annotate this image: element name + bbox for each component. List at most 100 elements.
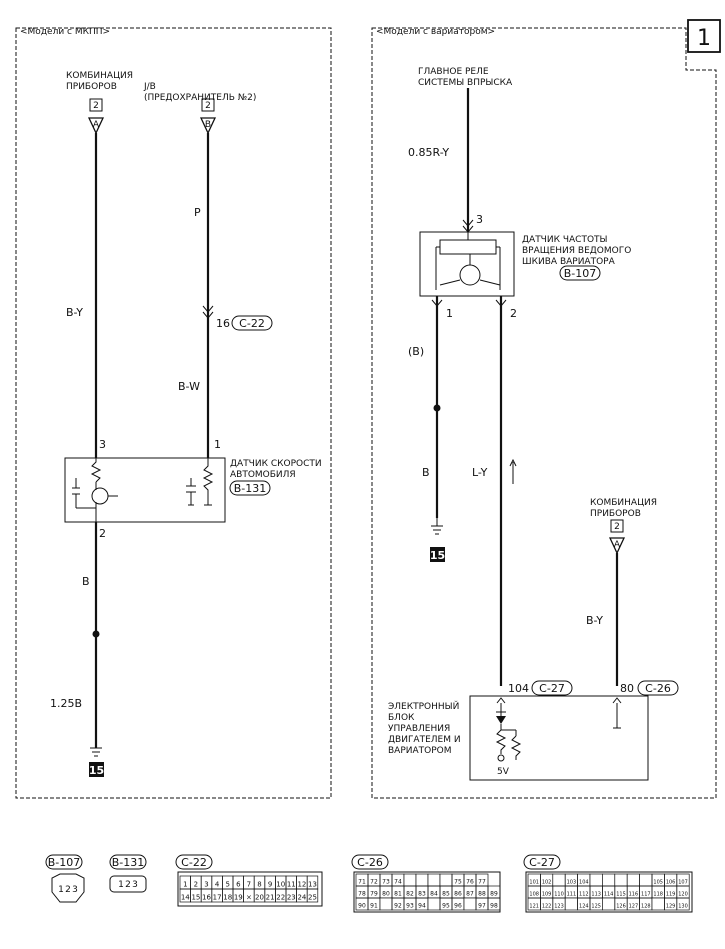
conn-num-a: 2	[93, 101, 99, 111]
c26-pin-label: 79	[370, 891, 378, 898]
c26-pin-label: 75	[454, 879, 462, 886]
cvt-sensor-pin-3: 3	[476, 213, 483, 226]
c22-pin-label: 8	[257, 881, 261, 889]
c22-pin-label: 6	[236, 881, 241, 889]
cvt-sensor-internal	[435, 232, 501, 290]
c22-pin-label: 23	[287, 894, 296, 902]
c27-pin-label: 108	[529, 892, 539, 898]
c27-pin-cell	[589, 873, 603, 887]
c27-pin-cell	[602, 897, 616, 911]
c26-pin-label: 85	[442, 891, 450, 898]
c27-pin-cell	[676, 897, 690, 911]
c26-pin-label: 77	[478, 879, 486, 886]
conn-num-b: 2	[205, 101, 211, 111]
c27-pin-label: 118	[653, 892, 663, 898]
page-number: 1	[697, 26, 711, 51]
c26-pin-cell	[427, 873, 441, 887]
wire-label-085ry: 0.85R-Y	[408, 146, 449, 159]
wire-label-p: P	[194, 206, 201, 219]
c27-ref-box	[531, 680, 573, 696]
c22-pin-label: 9	[268, 881, 272, 889]
c27-pin-label: 114	[604, 892, 614, 898]
b131-pin-2: 2	[125, 880, 131, 890]
splice-dot-left	[92, 630, 100, 638]
cvt-sensor-pin-2: 2	[510, 307, 517, 320]
connector-b107: B-107 1 2 3	[45, 854, 85, 903]
c26-pin-label: 72	[370, 879, 378, 886]
ecu-box	[469, 695, 649, 781]
c26-pin-label: 76	[466, 879, 474, 886]
connector-triangle-right	[608, 537, 626, 555]
sensor-pin-2: 2	[99, 527, 106, 540]
right-panel-border	[371, 27, 717, 799]
c22-pin-label: 22	[276, 894, 285, 902]
ecu-label4: ДВИГАТЕЛЕМ И	[388, 735, 461, 745]
jb-label-line2: (ПРЕДОХРАНИТЕЛЬ №2)	[144, 93, 256, 103]
c27-pin-label: 123	[554, 904, 564, 910]
wire-label-b-cvt: B	[422, 466, 430, 479]
c22-pin-label: 21	[266, 894, 275, 902]
c22-pin-label: 7	[247, 881, 251, 889]
c22-pin-label: 25	[308, 894, 317, 902]
speed-sensor-label1: ДАТЧИК СКОРОСТИ	[230, 459, 322, 469]
b131-ref-box	[229, 480, 271, 496]
c26-pin-cell	[427, 897, 441, 911]
c22-pin-label: 17	[213, 894, 222, 902]
c26-pin-label: 73	[382, 879, 390, 886]
sensor-pin-3: 3	[99, 438, 106, 451]
c27-title: C-27	[529, 856, 555, 869]
ground-ref-right: 15	[430, 549, 445, 562]
c26-ref: C-26	[645, 682, 671, 695]
c27-pin-label: 120	[678, 892, 688, 898]
ecu-label3: УПРАВЛЕНИЯ	[388, 724, 450, 734]
c22-pin-label: 20	[255, 894, 264, 902]
c22-pin-label: 24	[297, 894, 306, 902]
b131-title: B-131	[112, 856, 145, 869]
conn-num-box-a	[89, 98, 103, 112]
left-panel: <Модели с МКПП> КОМБИНАЦИЯ ПРИБОРОВ J/B …	[15, 27, 332, 799]
c22-pin-label: 16	[202, 894, 211, 902]
c22-pin-label: 13	[308, 881, 317, 889]
wire-label-b: B	[82, 575, 90, 588]
c22-pin-label: 3	[204, 881, 208, 889]
right-panel-title: <Модели с вариатором>	[376, 27, 495, 37]
ecu-label5: ВАРИАТОРОМ	[388, 746, 452, 756]
ground-ref-left: 15	[89, 764, 104, 777]
b107-title: B-107	[48, 856, 81, 869]
c27-pin-label: 109	[542, 892, 552, 898]
ecu-pin-80: 80	[620, 682, 634, 695]
c26-pin-label: 90	[358, 903, 366, 910]
c27-pin-label: 129	[666, 904, 676, 910]
left-panel-title: <Модели с МКПП>	[20, 27, 110, 37]
right-panel: <Модели с вариатором> 1 ГЛАВНОЕ РЕЛЕ СИС…	[371, 19, 721, 799]
c27-pin-cell	[564, 897, 578, 911]
c26-pin-label: 83	[418, 891, 426, 898]
c22-pin-label: 15	[191, 894, 200, 902]
c27-pin-label: 104	[579, 880, 589, 886]
ecu-pin-104: 104	[508, 682, 529, 695]
signal-direction-arrow	[509, 458, 517, 484]
wire-label-bw: B-W	[178, 380, 200, 393]
cvt-sensor-box	[419, 231, 515, 297]
c26-pin-label: 89	[490, 891, 498, 898]
c26-pin-label: 97	[478, 903, 486, 910]
c26-pin-label: 88	[478, 891, 486, 898]
c26-pin-label: 80	[382, 891, 390, 898]
c26-pin-label: 94	[418, 903, 426, 910]
c27-pin-label: 125	[591, 904, 601, 910]
ecu-label2: БЛОК	[388, 713, 415, 723]
c22-pin-label: 2	[194, 881, 198, 889]
b131-pin-3: 3	[132, 880, 138, 890]
c26-pin-label: 93	[406, 903, 414, 910]
combo2-label1: КОМБИНАЦИЯ	[590, 498, 657, 508]
c27-pin-label: 112	[579, 892, 589, 898]
c27-pin-label: 121	[529, 904, 539, 910]
speed-sensor-label2: АВТОМОБИЛЯ	[230, 470, 296, 480]
c26-pin-cell	[415, 873, 429, 887]
c22-pin-label: 4	[215, 881, 220, 889]
c27-pin-label: 116	[629, 892, 639, 898]
pin-label-right: A	[614, 540, 621, 550]
ground-ref-box-left	[89, 762, 104, 777]
